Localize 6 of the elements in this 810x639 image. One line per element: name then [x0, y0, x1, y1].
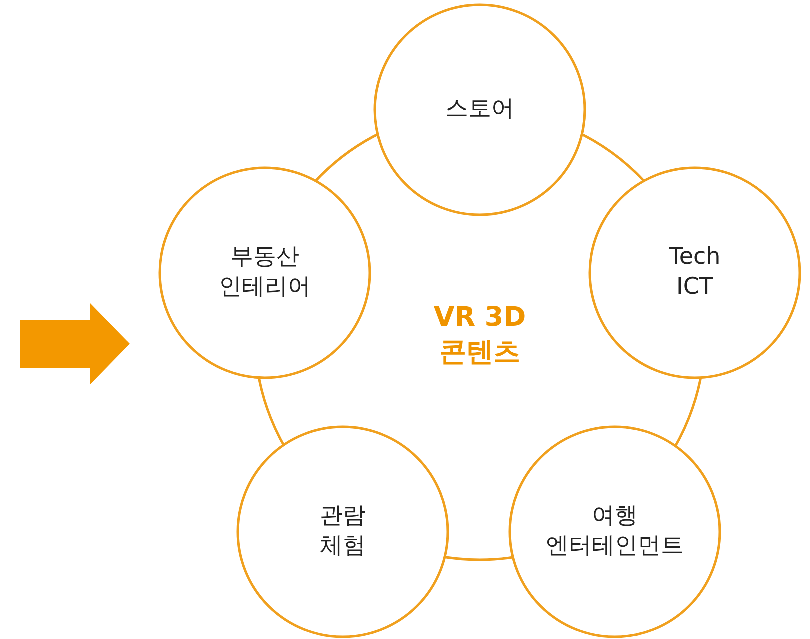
node-label: Tech ICT	[668, 243, 722, 302]
node-label: 여행 엔터테인먼트	[545, 502, 685, 561]
node-label: 관람 체험	[319, 502, 367, 561]
center-label: VR 3D 콘텐츠	[432, 300, 528, 370]
node-label: 스토어	[444, 95, 516, 124]
node-label: 부동산 인테리어	[218, 243, 312, 302]
